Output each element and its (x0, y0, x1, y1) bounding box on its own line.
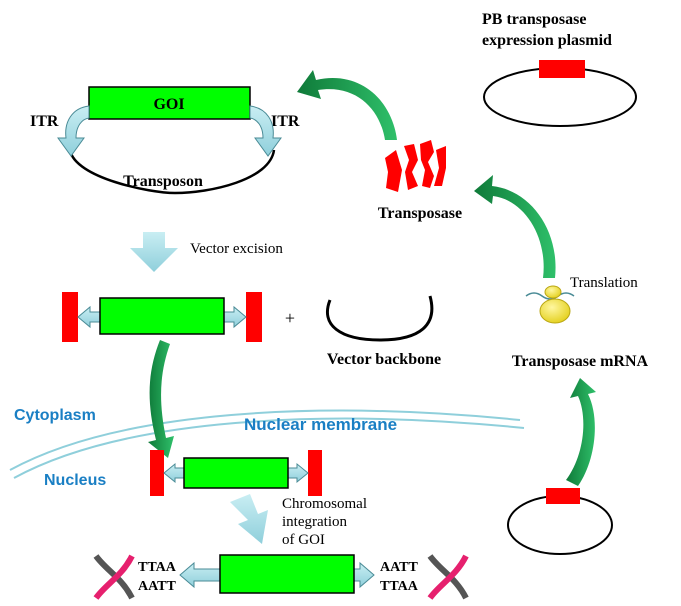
goi-box (88, 86, 251, 120)
transposase-gene-block (539, 60, 585, 78)
plasmid-title-line1: PB transposase (482, 11, 586, 28)
excised-to-nucleus-arrow (148, 340, 174, 458)
chromosomal-label-line3: of GOI (282, 532, 325, 548)
nuclear-plasmid (507, 495, 613, 555)
goi-label: GOI (153, 96, 184, 113)
right-dna-helix-icon (427, 554, 469, 600)
integrated-transposon (179, 554, 375, 594)
transposase-label: Transposase (378, 205, 462, 222)
vector-backbone-arc (326, 295, 434, 342)
nuclear-transposase-gene-block (546, 488, 580, 504)
itr-right-label: ITR (271, 113, 300, 130)
plus-sign: + (285, 308, 295, 328)
plasmid-title-line2: expression plasmid (482, 32, 612, 49)
right-seq-bottom: TTAA (380, 579, 419, 594)
itr-left-arrow (57, 105, 90, 157)
nuclear-membrane (9, 409, 525, 479)
nuclear-membrane-label: Nuclear membrane (244, 415, 397, 434)
itr-left-label: ITR (30, 113, 59, 130)
itr-right-arrow (249, 105, 282, 157)
ribosome-icon (525, 285, 575, 324)
chromosomal-label-line1: Chromosomal (282, 496, 367, 512)
vector-excision-label: Vector excision (190, 241, 283, 257)
transposase-protein (385, 140, 446, 192)
nucleus-label: Nucleus (44, 472, 106, 489)
chromosomal-label-line2: integration (282, 514, 347, 530)
vector-backbone-label: Vector backbone (327, 351, 441, 368)
nuclear-transposon (150, 450, 322, 496)
transposase-to-transposon-arrow (297, 70, 397, 140)
cytoplasm-label: Cytoplasm (14, 407, 96, 424)
right-seq-top: AATT (380, 560, 419, 575)
translation-label: Translation (570, 275, 638, 291)
chromosomal-integration-arrow (230, 494, 268, 544)
transposase-mrna-label: Transposase mRNA (512, 353, 649, 370)
translation-to-transposase-arrow (474, 175, 556, 278)
transcription-arrow (566, 378, 596, 486)
vector-excision-arrow (130, 232, 178, 272)
excised-transposon (62, 292, 262, 342)
left-seq-top: TTAA (138, 560, 177, 575)
transposon-loop (68, 149, 276, 195)
left-dna-helix-icon (93, 554, 135, 600)
left-seq-bottom: AATT (138, 579, 177, 594)
transposon-label: Transposon (123, 173, 203, 190)
